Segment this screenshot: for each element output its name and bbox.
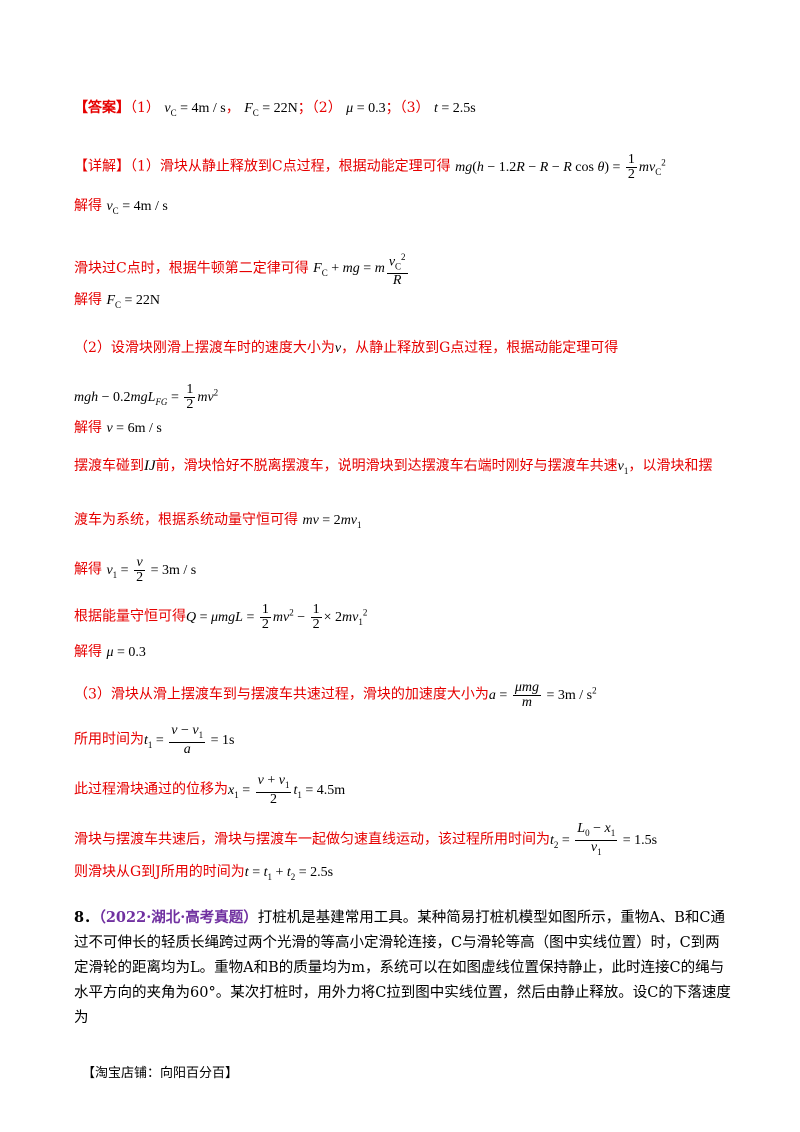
detail-line-4: 解得 FC = 22N <box>74 290 160 315</box>
symbol-ij: IJ <box>144 458 156 474</box>
detail-line-16: 滑块与摆渡车共速后，滑块与摆渡车一起做匀速直线运动，该过程所用时间为t2 = L… <box>74 822 657 859</box>
detail-13-text: （3）滑块从滑上摆渡车到与摆渡车共速过程，滑块的加速度大小为 <box>74 686 489 703</box>
answer-sep3: ；（3） <box>385 100 430 116</box>
detail-7-text: 解得 <box>74 420 102 436</box>
footer-shop: 【淘宝店铺：向阳百分百】 <box>82 1066 239 1081</box>
detail-line-17: 则滑块从G到J所用的时间为t = t1 + t2 = 2.5s <box>74 862 333 887</box>
symbol-v1: v1 <box>617 459 629 476</box>
detail-10-text: 解得 <box>74 561 102 578</box>
detail-17-text: 则滑块从G到J所用的时间为 <box>74 864 245 880</box>
detail-3-text: 滑块过C点时，根据牛顿第二定律可得 <box>74 260 309 277</box>
answer-mu: μ = 0.3 <box>346 101 386 116</box>
detail-1-text: 【详解】（1）滑块从静止释放到C点过程，根据动能定理可得 <box>74 158 451 175</box>
detail-4-text: 解得 <box>74 292 102 308</box>
answer-t: t = 2.5s <box>433 101 476 116</box>
detail-8c-text: ，以滑块和摆 <box>628 458 713 474</box>
problem-source: （2022·湖北·高考真题） <box>98 909 258 926</box>
detail-line-2: 解得 vC = 4m / s <box>74 196 168 221</box>
formula-momentum: mv = 2mv1 <box>302 513 362 530</box>
answer-sep1: ， <box>225 100 240 116</box>
problem-text: 打桩机是基建常用工具。某种简易打桩机模型如图所示，重物A、B和C通过不可伸长的轻… <box>74 910 731 1026</box>
detail-line-1: 【详解】（1）滑块从静止释放到C点过程，根据动能定理可得 mg(h − 1.2R… <box>74 152 666 182</box>
detail-line-5: （2）设滑块刚滑上摆渡车时的速度大小为v，从静止释放到G点过程，根据动能定理可得 <box>74 338 618 359</box>
answer-tag: 【答案】 <box>74 100 130 116</box>
answer-line: 【答案】（1） vC = 4m / s， FC = 22N；（2） μ = 0.… <box>74 98 476 123</box>
detail-line-8: 摆渡车碰到IJ前，滑块恰好不脱离摆渡车，说明滑块到达摆渡车右端时刚好与摆渡车共速… <box>74 456 712 481</box>
detail-9-text: 渡车为系统，根据系统动量守恒可得 <box>74 512 298 528</box>
detail-line-9: 渡车为系统，根据系统动量守恒可得 mv = 2mv1 <box>74 510 362 535</box>
detail-16-text: 滑块与摆渡车共速后，滑块与摆渡车一起做匀速直线运动，该过程所用时间为 <box>74 831 550 848</box>
answer-fc: FC = 22N <box>244 101 298 118</box>
formula-t-total: t = t1 + t2 = 2.5s <box>244 865 334 882</box>
formula-vc: vC = 4m / s <box>106 199 168 216</box>
detail-line-7: 解得 v = 6m / s <box>74 418 162 439</box>
detail-8b-text: 前，滑块恰好不脱离摆渡车，说明滑块到达摆渡车右端时刚好与摆渡车共速 <box>155 458 618 474</box>
answer-sep2: ；（2） <box>297 100 342 116</box>
problem-8: 8．（2022·湖北·高考真题）打桩机是基建常用工具。某种简易打桩机模型如图所示… <box>74 905 734 1031</box>
detail-8a-text: 摆渡车碰到 <box>74 458 144 474</box>
detail-2-text: 解得 <box>74 198 102 214</box>
symbol-v: v <box>334 341 342 356</box>
detail-5-text: （2）设滑块刚滑上摆渡车时的速度大小为 <box>74 340 335 356</box>
detail-12-text: 解得 <box>74 644 102 660</box>
detail-5b-text: ，从静止释放到G点过程，根据动能定理可得 <box>341 340 619 356</box>
detail-line-12: 解得 μ = 0.3 <box>74 642 146 663</box>
answer-vc: vC = 4m / s <box>164 101 226 118</box>
detail-11-text: 根据能量守恒可得 <box>74 608 186 625</box>
detail-14-text: 所用时间为 <box>74 731 144 748</box>
formula-fc: FC = 22N <box>106 293 161 310</box>
detail-15-text: 此过程滑块通过的位移为 <box>74 781 228 798</box>
formula-mu: μ = 0.3 <box>106 645 146 660</box>
formula-v: v = 6m / s <box>106 421 162 436</box>
answer-part1-label: （1） <box>130 100 160 116</box>
problem-number: 8． <box>74 909 99 926</box>
